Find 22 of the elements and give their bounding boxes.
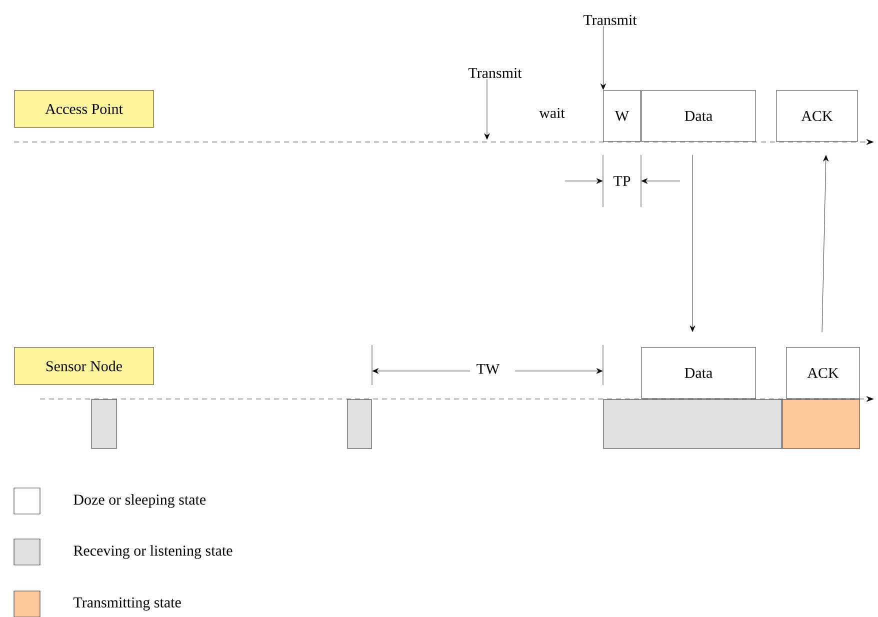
state-bar [91, 399, 117, 449]
lane-label: Access Point [14, 90, 154, 128]
frame-box: ACK [776, 90, 858, 142]
legend-text: Receving or listening state [74, 545, 232, 559]
state-bar [347, 399, 372, 449]
event-label: Transmit [468, 68, 522, 78]
legend-text: Transmitting state [73, 597, 181, 611]
frame-box: Data [641, 347, 756, 399]
lane-label: Sensor Node [14, 347, 154, 385]
arrow [822, 155, 829, 332]
event-label: Transmit [583, 14, 637, 26]
arrow [690, 154, 696, 332]
state-bar [782, 399, 860, 449]
frame-box: W [603, 90, 641, 142]
dimension-label: TW [475, 362, 501, 376]
state-bar [603, 399, 782, 449]
legend-text: Doze or sleeping state [74, 494, 206, 508]
dimension-label: TP [612, 175, 632, 187]
frame-box: ACK [786, 347, 860, 399]
arrow [484, 79, 490, 140]
arrow [600, 26, 606, 90]
dimension-label: wait [538, 106, 566, 120]
